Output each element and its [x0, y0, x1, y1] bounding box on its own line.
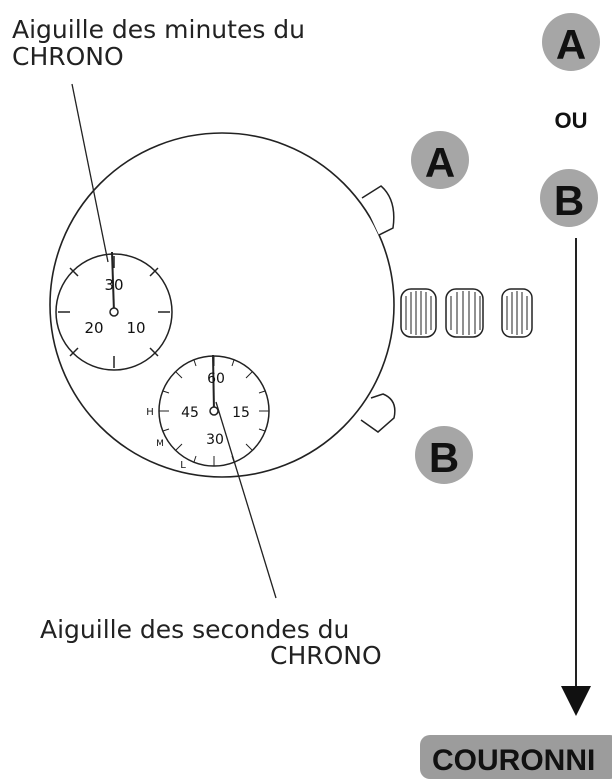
minutes-hand-label-line1: Aiguille des minutes du — [12, 15, 305, 44]
seconds-hand-label-line2: CHRONO — [270, 641, 382, 670]
minutes-hand-leader — [71, 83, 109, 263]
seconds-subdial: 60 45 15 30 H M L — [146, 354, 270, 471]
crown-position-1 — [400, 288, 437, 338]
minutes-subdial: 30 20 10 — [55, 251, 173, 371]
couronne-banner: COURONNI — [420, 735, 612, 779]
badge-a-pusher-label: A — [425, 139, 455, 186]
minutes-subdial-30: 30 — [104, 276, 123, 294]
seconds-hand-leader — [215, 401, 277, 599]
badge-a-right: A — [542, 13, 600, 71]
crown-position-3 — [501, 288, 533, 338]
crown-position-2 — [445, 288, 484, 338]
seconds-subdial-45: 45 — [181, 405, 199, 421]
badge-b-right: B — [540, 169, 598, 227]
seconds-subdial-mark-m: M — [156, 439, 164, 449]
seconds-hand-label-line1: Aiguille des secondes du — [40, 615, 349, 644]
arrow-head — [561, 686, 591, 716]
badge-a-right-label: A — [556, 21, 586, 68]
badge-b-pusher-label: B — [429, 434, 459, 481]
seconds-subdial-60: 60 — [207, 371, 225, 387]
seconds-subdial-30: 30 — [206, 432, 224, 448]
seconds-subdial-15: 15 — [232, 405, 250, 421]
seconds-subdial-mark-h: H — [146, 407, 154, 418]
minutes-subdial-10: 10 — [126, 319, 145, 337]
ou-label: OU — [555, 108, 588, 133]
badge-b-right-label: B — [554, 177, 584, 224]
watch-case — [49, 132, 395, 478]
pusher-b — [360, 393, 396, 433]
badge-a-pusher: A — [411, 131, 469, 189]
seconds-subdial-mark-l: L — [180, 460, 186, 471]
minutes-hand-label-line2: CHRONO — [12, 42, 124, 71]
pusher-a — [361, 185, 395, 236]
minutes-subdial-20: 20 — [84, 319, 103, 337]
couronne-label: COURONNI — [432, 744, 595, 777]
badge-b-pusher: B — [415, 426, 473, 484]
